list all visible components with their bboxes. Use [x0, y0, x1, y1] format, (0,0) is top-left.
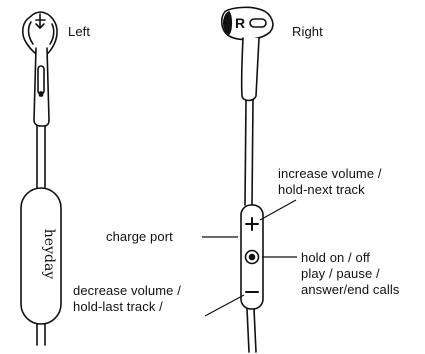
- leader-lines: [202, 199, 297, 317]
- leader-decrease-volume: [204, 294, 245, 317]
- charge-port-label: charge port: [106, 229, 173, 244]
- leader-increase-volume: [259, 199, 297, 221]
- increase-volume-line-2: hold-next track: [278, 182, 365, 197]
- hold-button-label: hold on / off play / pause / answer/end …: [301, 250, 399, 298]
- hold-line-3: answer/end calls: [301, 282, 400, 297]
- increase-volume-line-1: increase volume /: [278, 166, 382, 181]
- hold-line-1: hold on / off: [301, 250, 371, 265]
- circle-button-icon[interactable]: [244, 249, 260, 265]
- plus-icon[interactable]: [245, 217, 259, 231]
- decrease-volume-label: decrease volume / hold-last track /: [73, 283, 181, 315]
- increase-volume-label: increase volume / hold-next track: [278, 166, 382, 198]
- right-side-mark: R: [235, 15, 246, 31]
- decrease-volume-line-1: decrease volume /: [73, 283, 181, 298]
- right-earbud: [220, 6, 274, 353]
- left-earbud: [20, 11, 62, 346]
- hold-line-2: play / pause /: [301, 266, 380, 281]
- right-label: Right: [292, 24, 323, 39]
- decrease-volume-line-2: hold-last track /: [73, 299, 163, 314]
- brand-logo: heyday: [41, 228, 57, 280]
- left-label: Left: [68, 24, 91, 39]
